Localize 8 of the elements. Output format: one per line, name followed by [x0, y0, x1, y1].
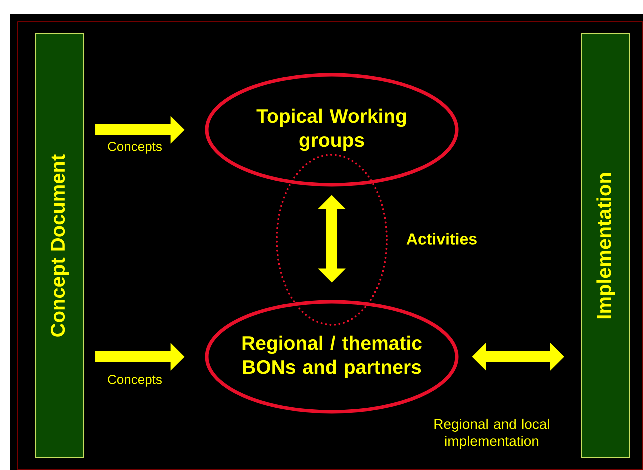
vertical-bar: Implementation	[582, 34, 630, 458]
vertical-bar: Concept Document	[36, 34, 84, 458]
edge-label: Regional and local implementation	[434, 418, 550, 449]
ellipse-node: Regional / thematic BONs and partners	[205, 300, 459, 414]
edge-label: Activities	[406, 233, 477, 245]
edge-label: Concepts	[108, 375, 162, 387]
edge-label: Concepts	[108, 142, 162, 154]
ellipse-node: Topical Working groups	[205, 73, 459, 187]
